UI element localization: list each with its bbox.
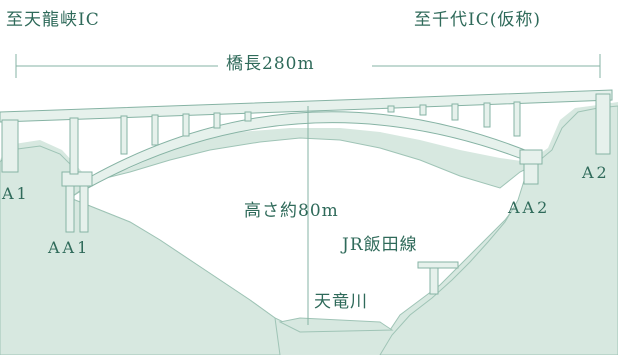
label-height: 高さ約80m xyxy=(244,201,339,221)
label-a2: A2 xyxy=(582,163,610,182)
piers xyxy=(1,93,611,233)
pier-aa2-leg xyxy=(523,163,539,185)
label-to-chiyo-ic: 至千代IC(仮称) xyxy=(414,10,541,30)
label-jr-iida-line: JR飯田線 xyxy=(342,235,418,255)
pier-aa1-top xyxy=(69,117,79,175)
arch-struts xyxy=(120,101,521,155)
pier-aa1-leg-right xyxy=(79,185,89,233)
label-a1: A1 xyxy=(2,184,30,203)
label-to-tenryukyo-ic: 至天龍峡IC xyxy=(6,10,100,30)
bridge-deck xyxy=(0,89,613,123)
right-cliff xyxy=(379,105,618,355)
pier-aa2-cap xyxy=(519,149,543,165)
length-dimension xyxy=(15,54,601,78)
pier-aa1-leg-left xyxy=(65,185,75,233)
label-aa2: AA2 xyxy=(508,198,551,217)
jr-viaduct xyxy=(417,261,459,295)
label-bridge-length: 橋長280m xyxy=(226,54,315,74)
pier-a1 xyxy=(1,119,19,173)
pier-a2 xyxy=(595,93,611,155)
label-tenryu-river: 天竜川 xyxy=(314,292,368,312)
label-aa1: AA1 xyxy=(48,238,91,257)
